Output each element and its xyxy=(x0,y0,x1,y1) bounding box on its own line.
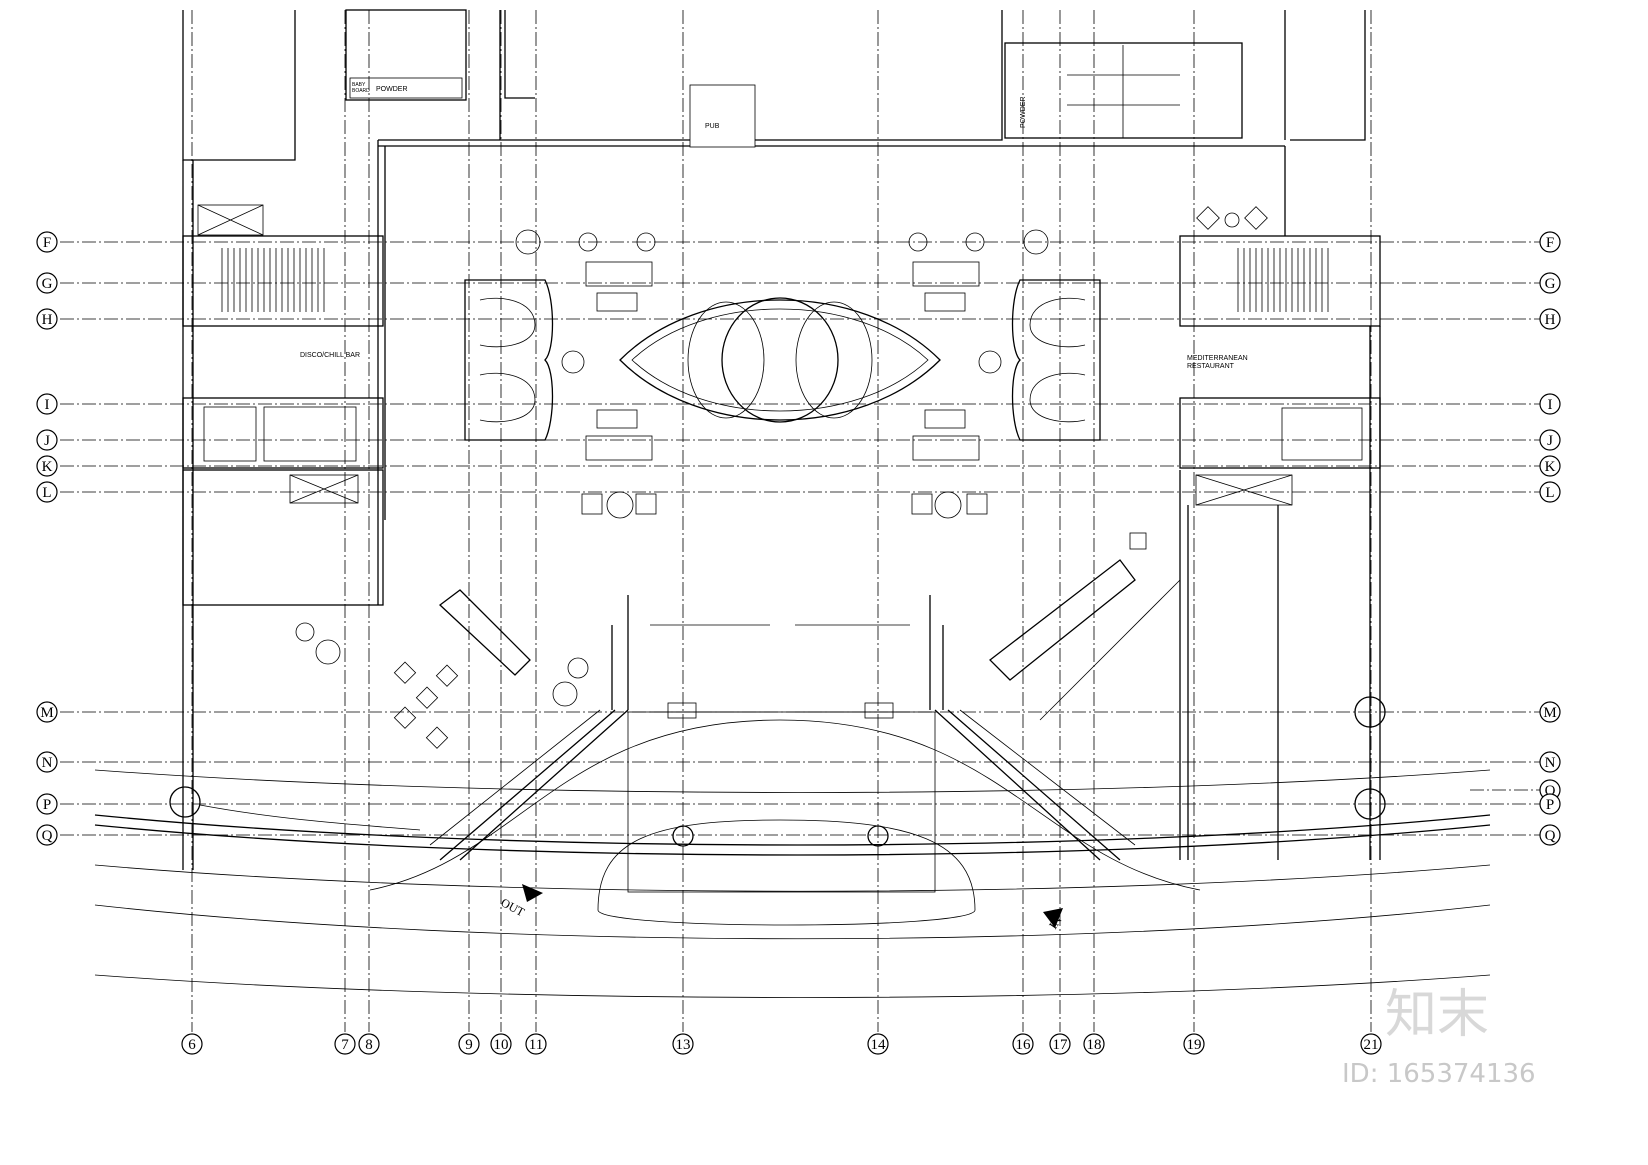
svg-text:J: J xyxy=(1547,433,1553,449)
in-arrow-icon xyxy=(1043,908,1063,928)
grid-row-bubble-left-L: L xyxy=(36,481,58,503)
grid-column-bubble-10: 10 xyxy=(490,1033,512,1055)
svg-text:16: 16 xyxy=(1016,1037,1032,1053)
stair-treads xyxy=(221,248,1329,312)
mediterranean-label-line1: MEDITERRANEAN xyxy=(1187,355,1248,362)
svg-text:8: 8 xyxy=(365,1037,373,1053)
pub-label: PUB xyxy=(705,123,720,130)
grid-column-bubble-7: 7 xyxy=(334,1033,356,1055)
svg-text:9: 9 xyxy=(465,1037,473,1053)
watermark-id: ID: 165374136 xyxy=(1342,1059,1536,1089)
grid-column-bubble-21: 21 xyxy=(1360,1033,1382,1055)
grid-column-bubble-19: 19 xyxy=(1183,1033,1205,1055)
svg-text:K: K xyxy=(1545,459,1556,475)
grid-row-bubble-right-I: I xyxy=(1539,393,1561,415)
svg-text:11: 11 xyxy=(529,1037,543,1053)
svg-text:O: O xyxy=(1545,783,1556,799)
svg-text:18: 18 xyxy=(1087,1037,1102,1053)
svg-text:L: L xyxy=(1545,485,1554,501)
grid-row-bubble-left-P: P xyxy=(36,793,58,815)
grid-column-bubble-13: 13 xyxy=(672,1033,694,1055)
grid-row-bubble-right-L: L xyxy=(1539,481,1561,503)
baby-board-label-line1: BABY xyxy=(352,82,366,88)
powder-right-label: POWDER xyxy=(1020,97,1027,129)
grid-row-bubble-left-H: H xyxy=(36,308,58,330)
svg-text:6: 6 xyxy=(188,1037,196,1053)
disco-chill-bar-label: DISCO/CHILL BAR xyxy=(300,352,360,359)
svg-text:L: L xyxy=(42,485,51,501)
svg-text:14: 14 xyxy=(871,1037,887,1053)
out-arrow-icon xyxy=(522,884,543,902)
grid-column-bubble-9: 9 xyxy=(458,1033,480,1055)
grid-row-bubble-left-J: J xyxy=(36,429,58,451)
lobby-furniture xyxy=(199,206,1268,831)
baby-board-label-line2: BOARD xyxy=(352,88,370,94)
grid-column-bubble-6: 6 xyxy=(181,1033,203,1055)
grid-column-bubble-16: 16 xyxy=(1012,1033,1034,1055)
svg-text:H: H xyxy=(1545,312,1556,328)
svg-text:I: I xyxy=(1548,397,1553,413)
svg-text:17: 17 xyxy=(1053,1037,1069,1053)
svg-text:I: I xyxy=(45,397,50,413)
svg-text:J: J xyxy=(44,433,50,449)
svg-text:P: P xyxy=(43,797,51,813)
grid-row-bubble-left-I: I xyxy=(36,393,58,415)
svg-text:G: G xyxy=(42,276,53,292)
svg-text:H: H xyxy=(42,312,53,328)
grid-row-bubble-right-Q: Q xyxy=(1539,824,1561,846)
grid-row-bubble-left-Q: Q xyxy=(36,824,58,846)
grid-row-bubble-right-G: G xyxy=(1539,272,1561,294)
svg-text:Q: Q xyxy=(42,828,53,844)
svg-text:19: 19 xyxy=(1187,1037,1202,1053)
svg-text:P: P xyxy=(1546,797,1554,813)
svg-text:G: G xyxy=(1545,276,1556,292)
out-label: OUT xyxy=(499,895,528,919)
grid-row-bubble-left-F: F xyxy=(36,231,58,253)
watermark-logo: 知末 xyxy=(1385,985,1489,1045)
grid-row-bubble-right-N: N xyxy=(1539,751,1561,773)
grid-row-bubble-right-P: P xyxy=(1539,793,1561,815)
svg-text:F: F xyxy=(1546,235,1554,251)
grid-axis-lines xyxy=(60,10,1540,1032)
svg-text:K: K xyxy=(42,459,53,475)
svg-text:N: N xyxy=(42,755,53,771)
grid-row-bubble-right-F: F xyxy=(1539,231,1561,253)
svg-text:Q: Q xyxy=(1545,828,1556,844)
grid-column-bubble-18: 18 xyxy=(1083,1033,1105,1055)
svg-text:M: M xyxy=(40,705,53,721)
svg-text:13: 13 xyxy=(676,1037,691,1053)
powder-left-label: POWDER xyxy=(376,86,408,93)
svg-text:M: M xyxy=(1543,705,1556,721)
svg-text:21: 21 xyxy=(1364,1037,1379,1053)
grid-column-bubble-11: 11 xyxy=(525,1033,547,1055)
grid-column-bubble-17: 17 xyxy=(1049,1033,1071,1055)
grid-row-bubble-left-K: K xyxy=(36,455,58,477)
grid-column-bubble-14: 14 xyxy=(867,1033,889,1055)
grid-row-bubble-left-M: M xyxy=(36,701,58,723)
grid-row-bubble-left-N: N xyxy=(36,751,58,773)
svg-text:N: N xyxy=(1545,755,1556,771)
building-walls xyxy=(94,9,1491,998)
grid-row-bubble-right-K: K xyxy=(1539,455,1561,477)
svg-text:F: F xyxy=(43,235,51,251)
svg-text:10: 10 xyxy=(494,1037,509,1053)
grid-row-bubble-right-J: J xyxy=(1539,429,1561,451)
grid-column-bubble-8: 8 xyxy=(358,1033,380,1055)
grid-row-bubble-right-M: M xyxy=(1539,701,1561,723)
mediterranean-label-line2: RESTAURANT xyxy=(1187,363,1235,370)
svg-text:7: 7 xyxy=(341,1037,349,1053)
grid-row-bubble-left-G: G xyxy=(36,272,58,294)
grid-row-bubble-right-H: H xyxy=(1539,308,1561,330)
